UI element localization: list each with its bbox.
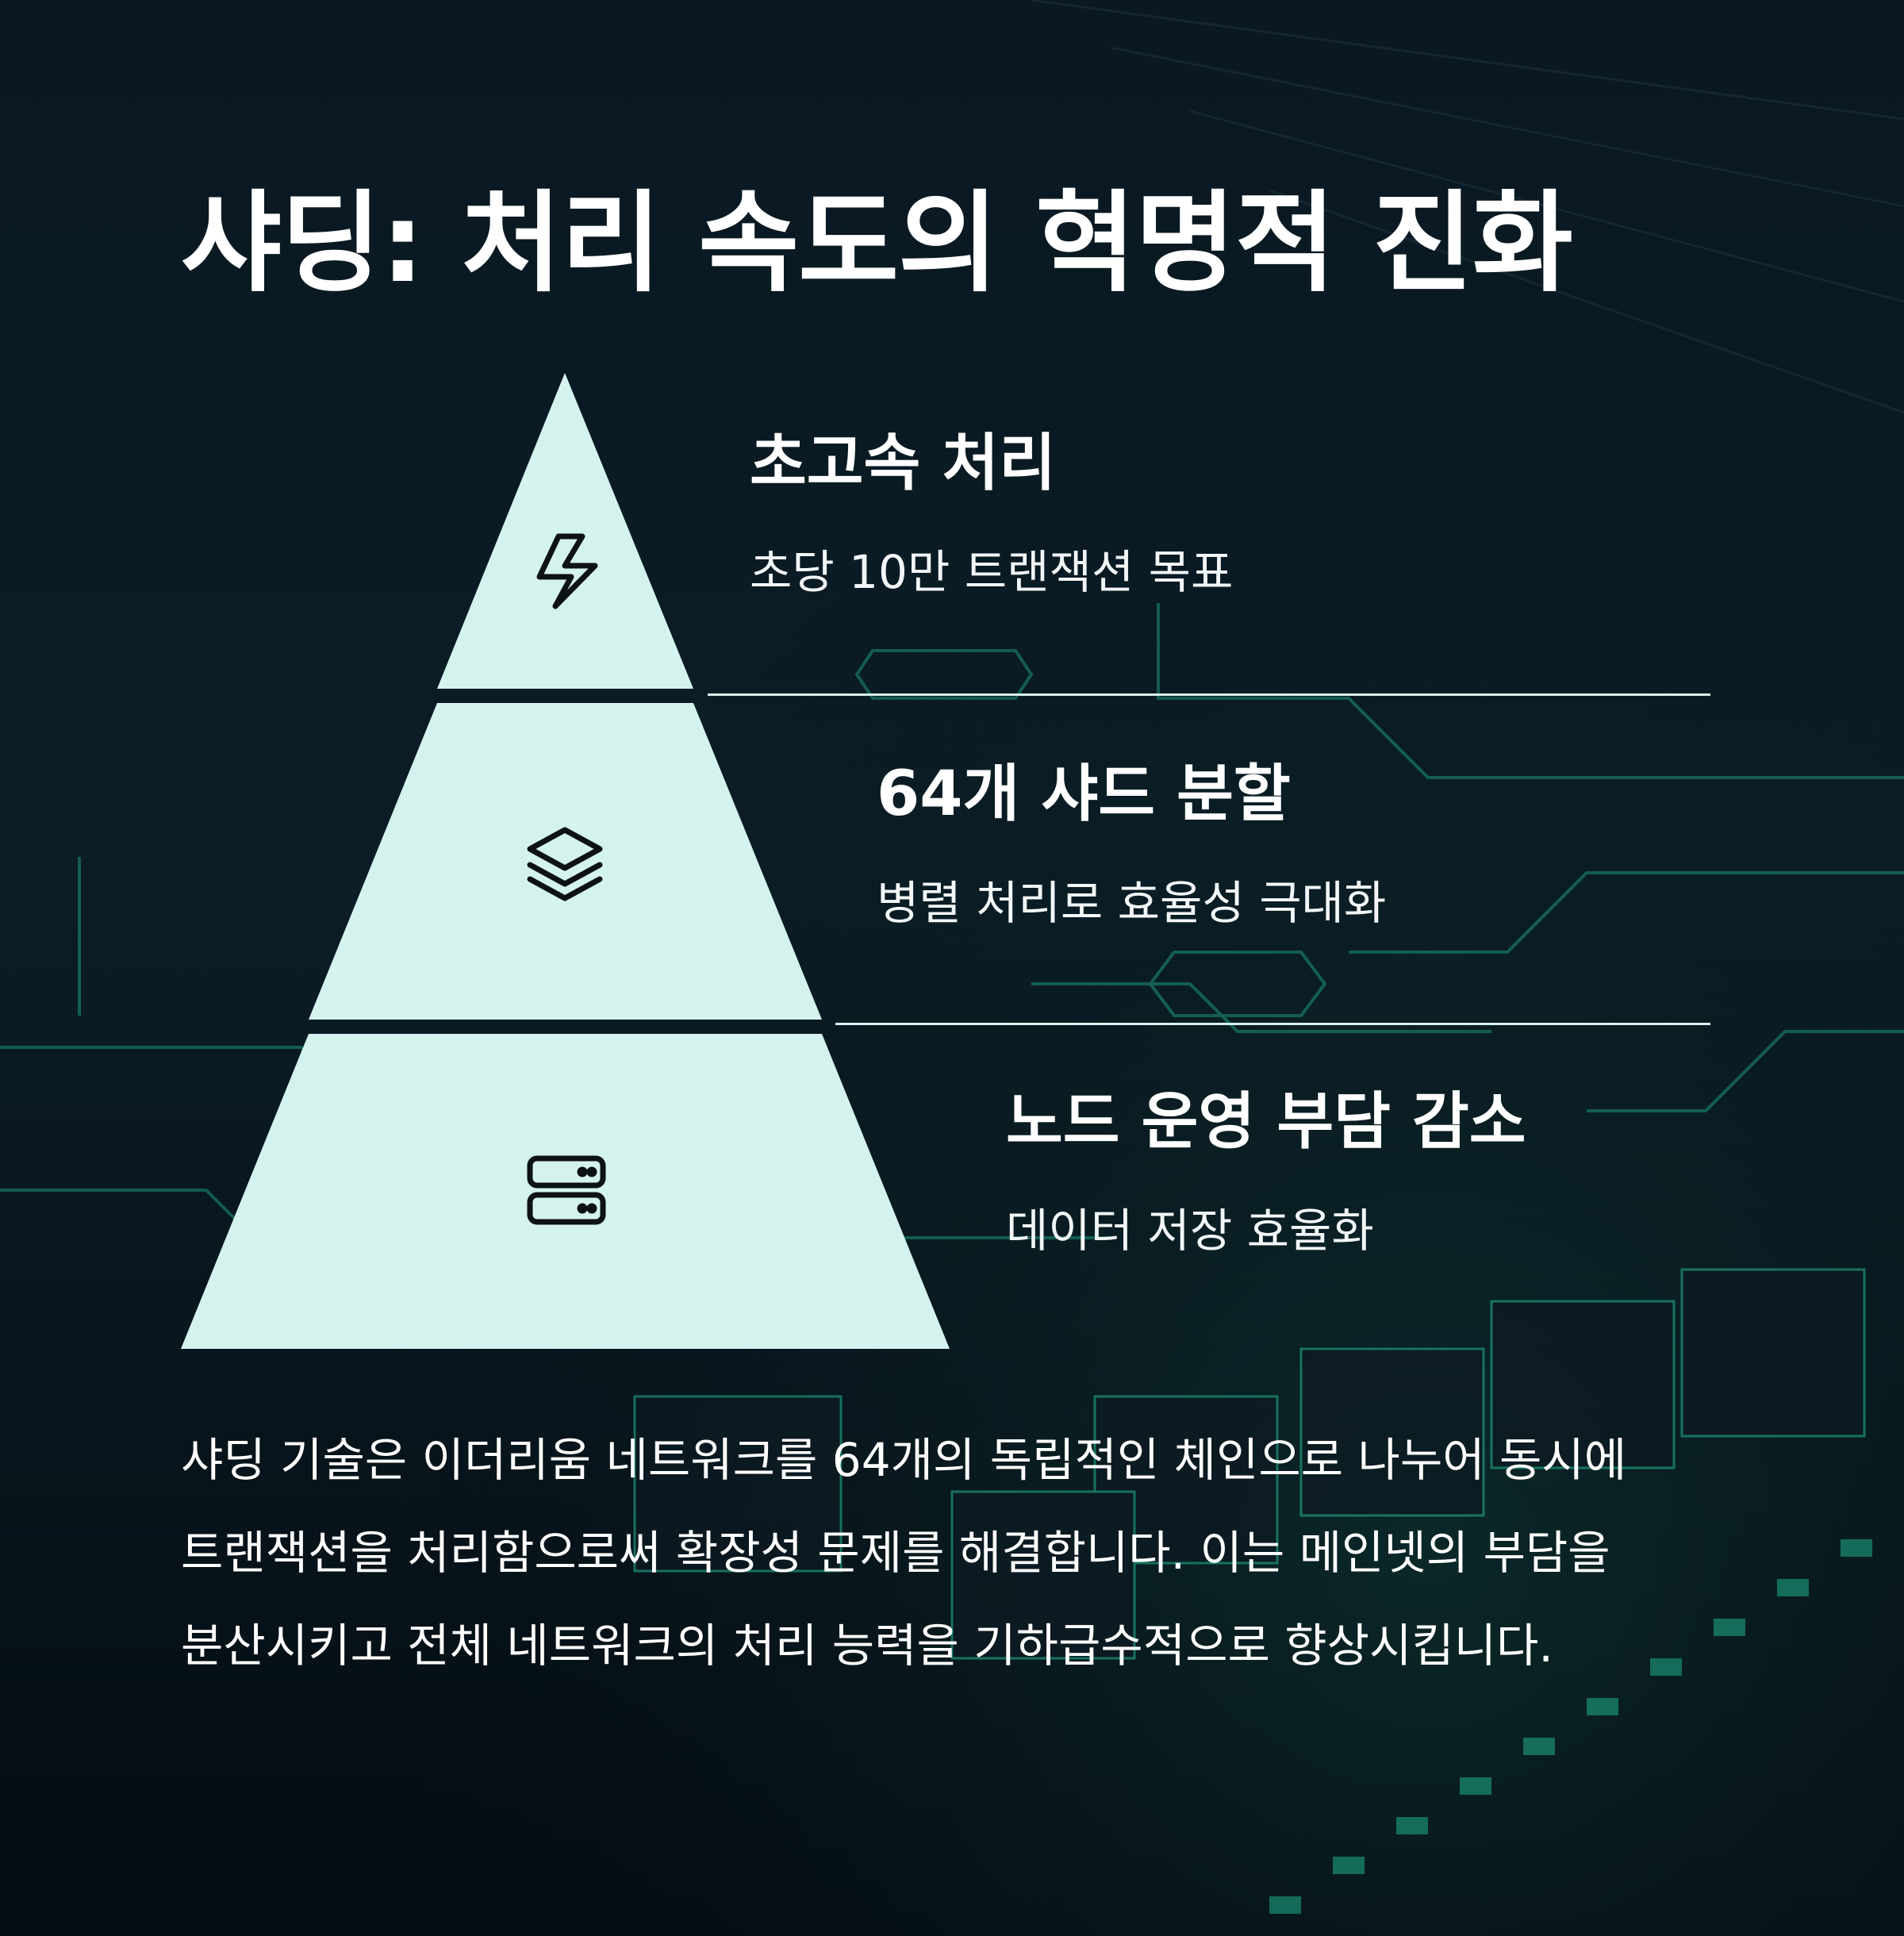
tier-2-title: 64개 샤드 분할 [877,759,1291,830]
tier-3-title: 노드 운영 부담 감소 [1006,1086,1526,1158]
summary-paragraph: 샤딩 기술은 이더리움 네트워크를 64개의 독립적인 체인으로 나누어 동시에… [181,1433,1627,1673]
tier-1-title: 초고속 처리 [750,428,1056,499]
tier-2-text: 64개 샤드 분할 병렬 처리로 효율성 극대화 [877,758,1386,931]
server-icon [527,1155,606,1225]
pyramid-tier-2-shape [309,703,822,1020]
tier-divider [708,693,1710,696]
tier-divider [835,1023,1710,1025]
lightning-icon [536,533,598,609]
tier-2-description: 병렬 처리로 효율성 극대화 [877,875,1387,930]
tier-1-description: 초당 10만 트랜잭션 목표 [750,544,1234,599]
tier-3-description: 데이터 저장 효율화 [1006,1203,1374,1258]
layers-icon [527,827,603,901]
pyramid-tier-1-shape [437,373,693,689]
tier-1-text: 초고속 처리 초당 10만 트랜잭션 목표 [750,427,1233,600]
tier-3-text: 노드 운영 부담 감소 데이터 저장 효율화 [1006,1085,1526,1258]
page-title: 샤딩: 처리 속도의 혁명적 진화 [181,179,1573,307]
pyramid-tier-3-shape [181,1034,950,1349]
